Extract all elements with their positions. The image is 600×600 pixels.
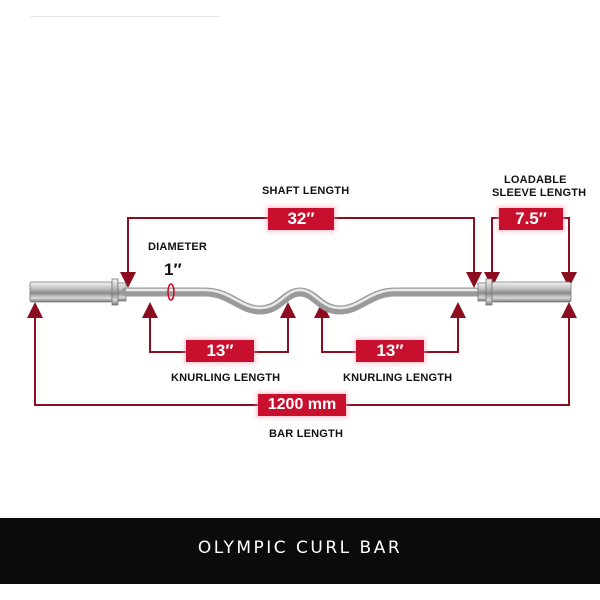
diameter-value: 1″ (164, 260, 182, 279)
shaft-bracket-left (127, 217, 268, 278)
top-divider (30, 16, 220, 17)
knurl-left-bracket-r (254, 312, 289, 353)
sleeve-bracket-right (563, 217, 570, 276)
bar-bracket-right (346, 312, 570, 406)
knurling-left-label: KNURLING LENGTH (171, 372, 281, 384)
knurl-left-bracket-l (149, 312, 186, 353)
product-title: OLYMPIC CURL BAR (197, 538, 403, 558)
knurling-right-value: 13″ (356, 340, 424, 362)
knurl-right-bracket-r (424, 312, 459, 353)
sleeve-length-value: 7.5″ (499, 208, 563, 230)
bar-length-label: BAR LENGTH (269, 428, 344, 440)
bar-bracket-left (34, 312, 258, 406)
shaft-length-label: SHAFT LENGTH (262, 185, 350, 197)
footer-banner: OLYMPIC CURL BAR (0, 518, 600, 584)
sleeve-label-line1: LOADABLE (504, 174, 567, 186)
bar-length-value: 1200 mm (258, 394, 346, 416)
sleeve-label-line2: SLEEVE LENGTH (492, 187, 587, 199)
shaft-length-value: 32″ (268, 208, 334, 230)
diameter-label: DIAMETER (148, 241, 208, 253)
shaft-bracket-right (334, 217, 475, 276)
knurling-right-label: KNURLING LENGTH (343, 372, 453, 384)
knurling-left-value: 13″ (186, 340, 254, 362)
curl-bar-illustration (29, 278, 572, 315)
sleeve-bracket-left (491, 217, 499, 278)
knurl-right-bracket-l (321, 312, 356, 353)
